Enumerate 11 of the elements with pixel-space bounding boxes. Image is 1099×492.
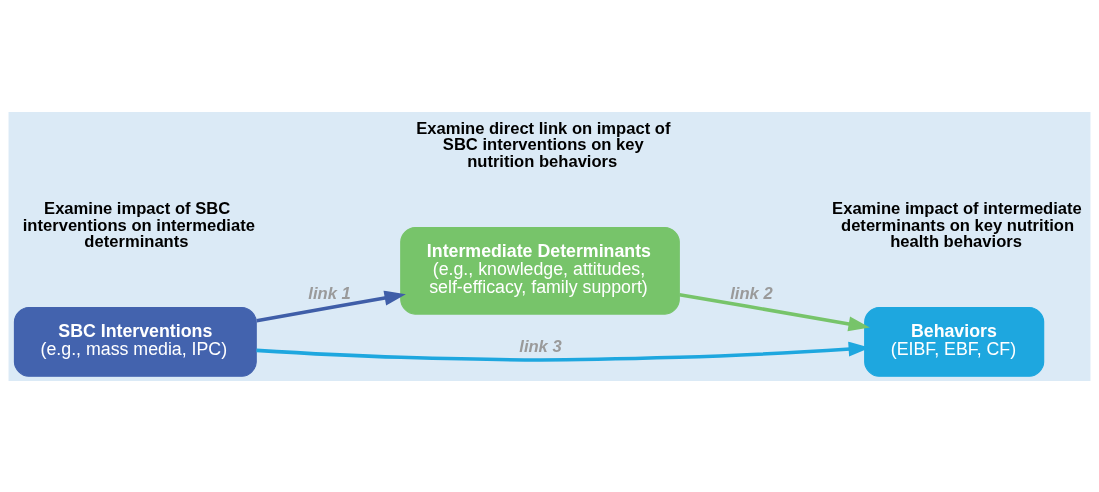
edge-label: link 3: [519, 336, 562, 356]
node-box: SBC Interventions (e.g., mass media, IPC): [13, 306, 257, 377]
arrow: [256, 290, 406, 322]
label: Examine impact of intermediate determinants on key nutrition health behaviors: [832, 198, 1082, 251]
node-box: Behaviors (EIBF, EBF, CF): [864, 306, 1045, 377]
node-box: Intermediate Determinants (e.g., knowledge, attitudes, self-efficacy, family support): [400, 226, 680, 315]
edge-label: link 2: [730, 283, 773, 303]
label: Examine direct link on impact of SBC interventions on key nutrition behaviors: [416, 118, 671, 171]
label: Examine impact of SBC interventions on intermediate determinants: [22, 198, 255, 251]
arrow: [679, 292, 870, 331]
edge-label: link 1: [308, 283, 351, 303]
